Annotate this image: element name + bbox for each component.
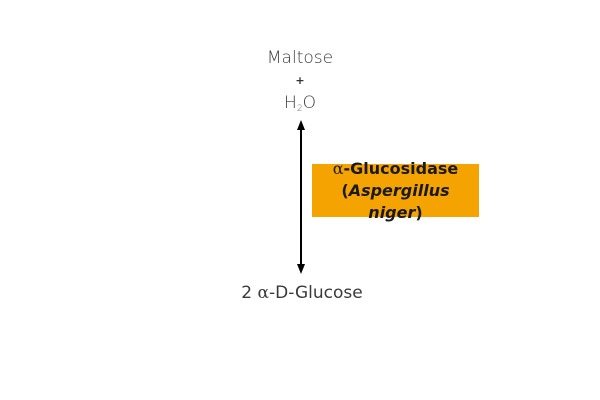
- plus-sign: +: [295, 74, 305, 87]
- substrate-maltose: Maltose: [266, 48, 334, 68]
- water-h: H: [284, 93, 297, 113]
- water-subscript: 2: [296, 104, 303, 114]
- product-glucose: 2 α-D-Glucose: [0, 283, 600, 303]
- enzyme-name-text: -Glucosidase: [343, 158, 459, 178]
- reversible-arrow-icon: [297, 120, 305, 274]
- product-name: -D-Glucose: [269, 283, 363, 303]
- enzyme-organism: Aspergillus niger: [348, 180, 450, 222]
- enzyme-source: (Aspergillus niger): [312, 180, 479, 224]
- product-alpha-symbol: α: [257, 283, 269, 303]
- enzyme-name: α-Glucosidase: [312, 158, 479, 180]
- source-open-paren: (: [341, 180, 349, 200]
- product-coefficient: 2: [241, 283, 253, 303]
- enzyme-label: α-Glucosidase (Aspergillus niger): [312, 159, 479, 222]
- substrate-water: H2O: [0, 93, 600, 114]
- enzyme-alpha-symbol: α: [332, 158, 344, 178]
- water-o: O: [302, 93, 316, 113]
- source-close-paren: ): [415, 202, 423, 222]
